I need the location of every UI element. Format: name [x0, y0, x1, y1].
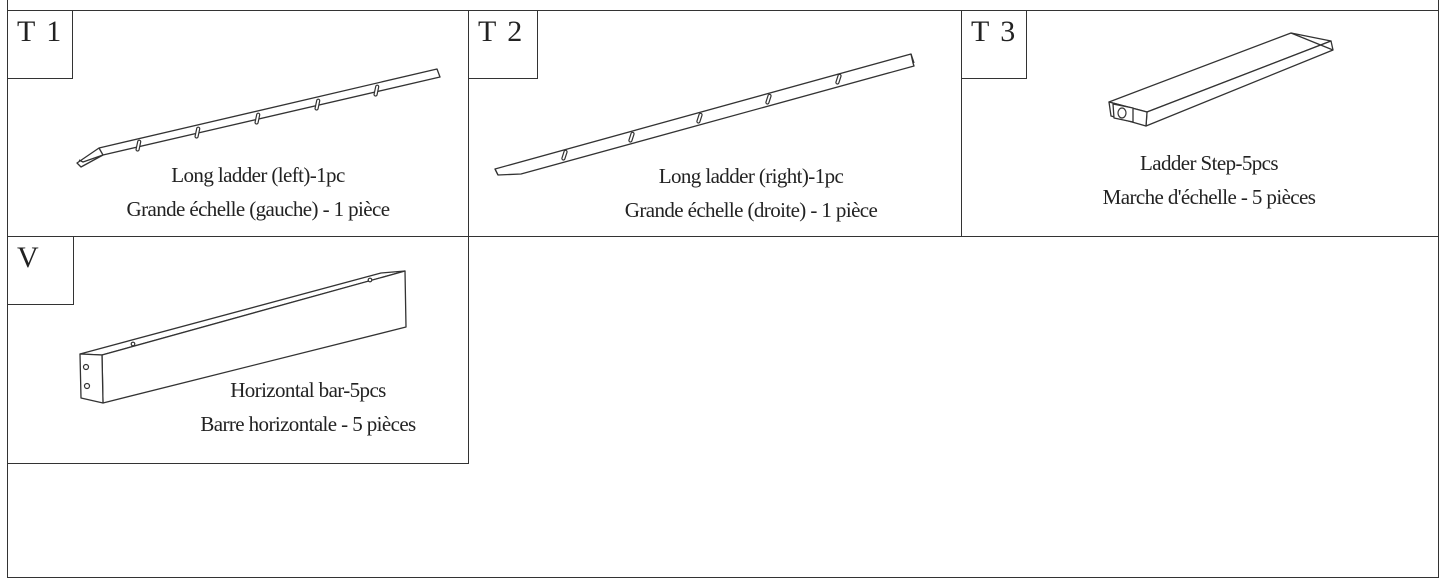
horizontal-bar-icon — [79, 270, 407, 404]
part-name-en: Ladder Step-5pcs — [1140, 151, 1279, 175]
part-cell-t3: T 3 Ladder Step-5pcs Marche d'échelle - … — [961, 10, 1439, 237]
part-code-badge: T 1 — [7, 10, 73, 79]
part-caption: Long ladder (right)-1pc Grande échelle (… — [541, 159, 961, 227]
part-caption: Long ladder (left)-1pc Grande échelle (g… — [48, 158, 468, 226]
part-name-fr: Grande échelle (gauche) - 1 pièce — [126, 197, 391, 221]
part-code-badge: V — [7, 236, 74, 305]
part-caption: Horizontal bar-5pcs Barre horizontale - … — [158, 373, 458, 441]
part-code-badge: T 2 — [468, 10, 538, 79]
part-name-fr: Marche d'échelle - 5 pièces — [1102, 185, 1316, 209]
part-cell-t2: T 2 Long ladder (right)-1pc Grande échel… — [468, 10, 962, 237]
part-name-en: Horizontal bar-5pcs — [230, 378, 386, 402]
part-name-en: Long ladder (left)-1pc — [171, 163, 345, 187]
part-code: T 2 — [478, 15, 525, 48]
ladder-rail-right-icon — [494, 53, 915, 176]
part-cell-t1: T 1 Long ladder (left)-1pc Grande échell… — [7, 10, 469, 237]
part-code-badge: T 3 — [961, 10, 1027, 79]
part-name-en: Long ladder (right)-1pc — [658, 164, 844, 188]
part-code: T 1 — [17, 15, 64, 48]
part-code: V — [17, 241, 41, 274]
part-cell-v: V Horizontal bar-5pcs Barre horizontale … — [7, 236, 469, 464]
part-caption: Ladder Step-5pcs Marche d'échelle - 5 pi… — [982, 146, 1436, 214]
ladder-step-icon — [1108, 32, 1334, 127]
part-name-fr: Grande échelle (droite) - 1 pièce — [624, 198, 878, 222]
part-code: T 3 — [971, 15, 1018, 48]
part-name-fr: Barre horizontale - 5 pièces — [200, 412, 416, 436]
ladder-rail-left-icon — [76, 68, 441, 168]
